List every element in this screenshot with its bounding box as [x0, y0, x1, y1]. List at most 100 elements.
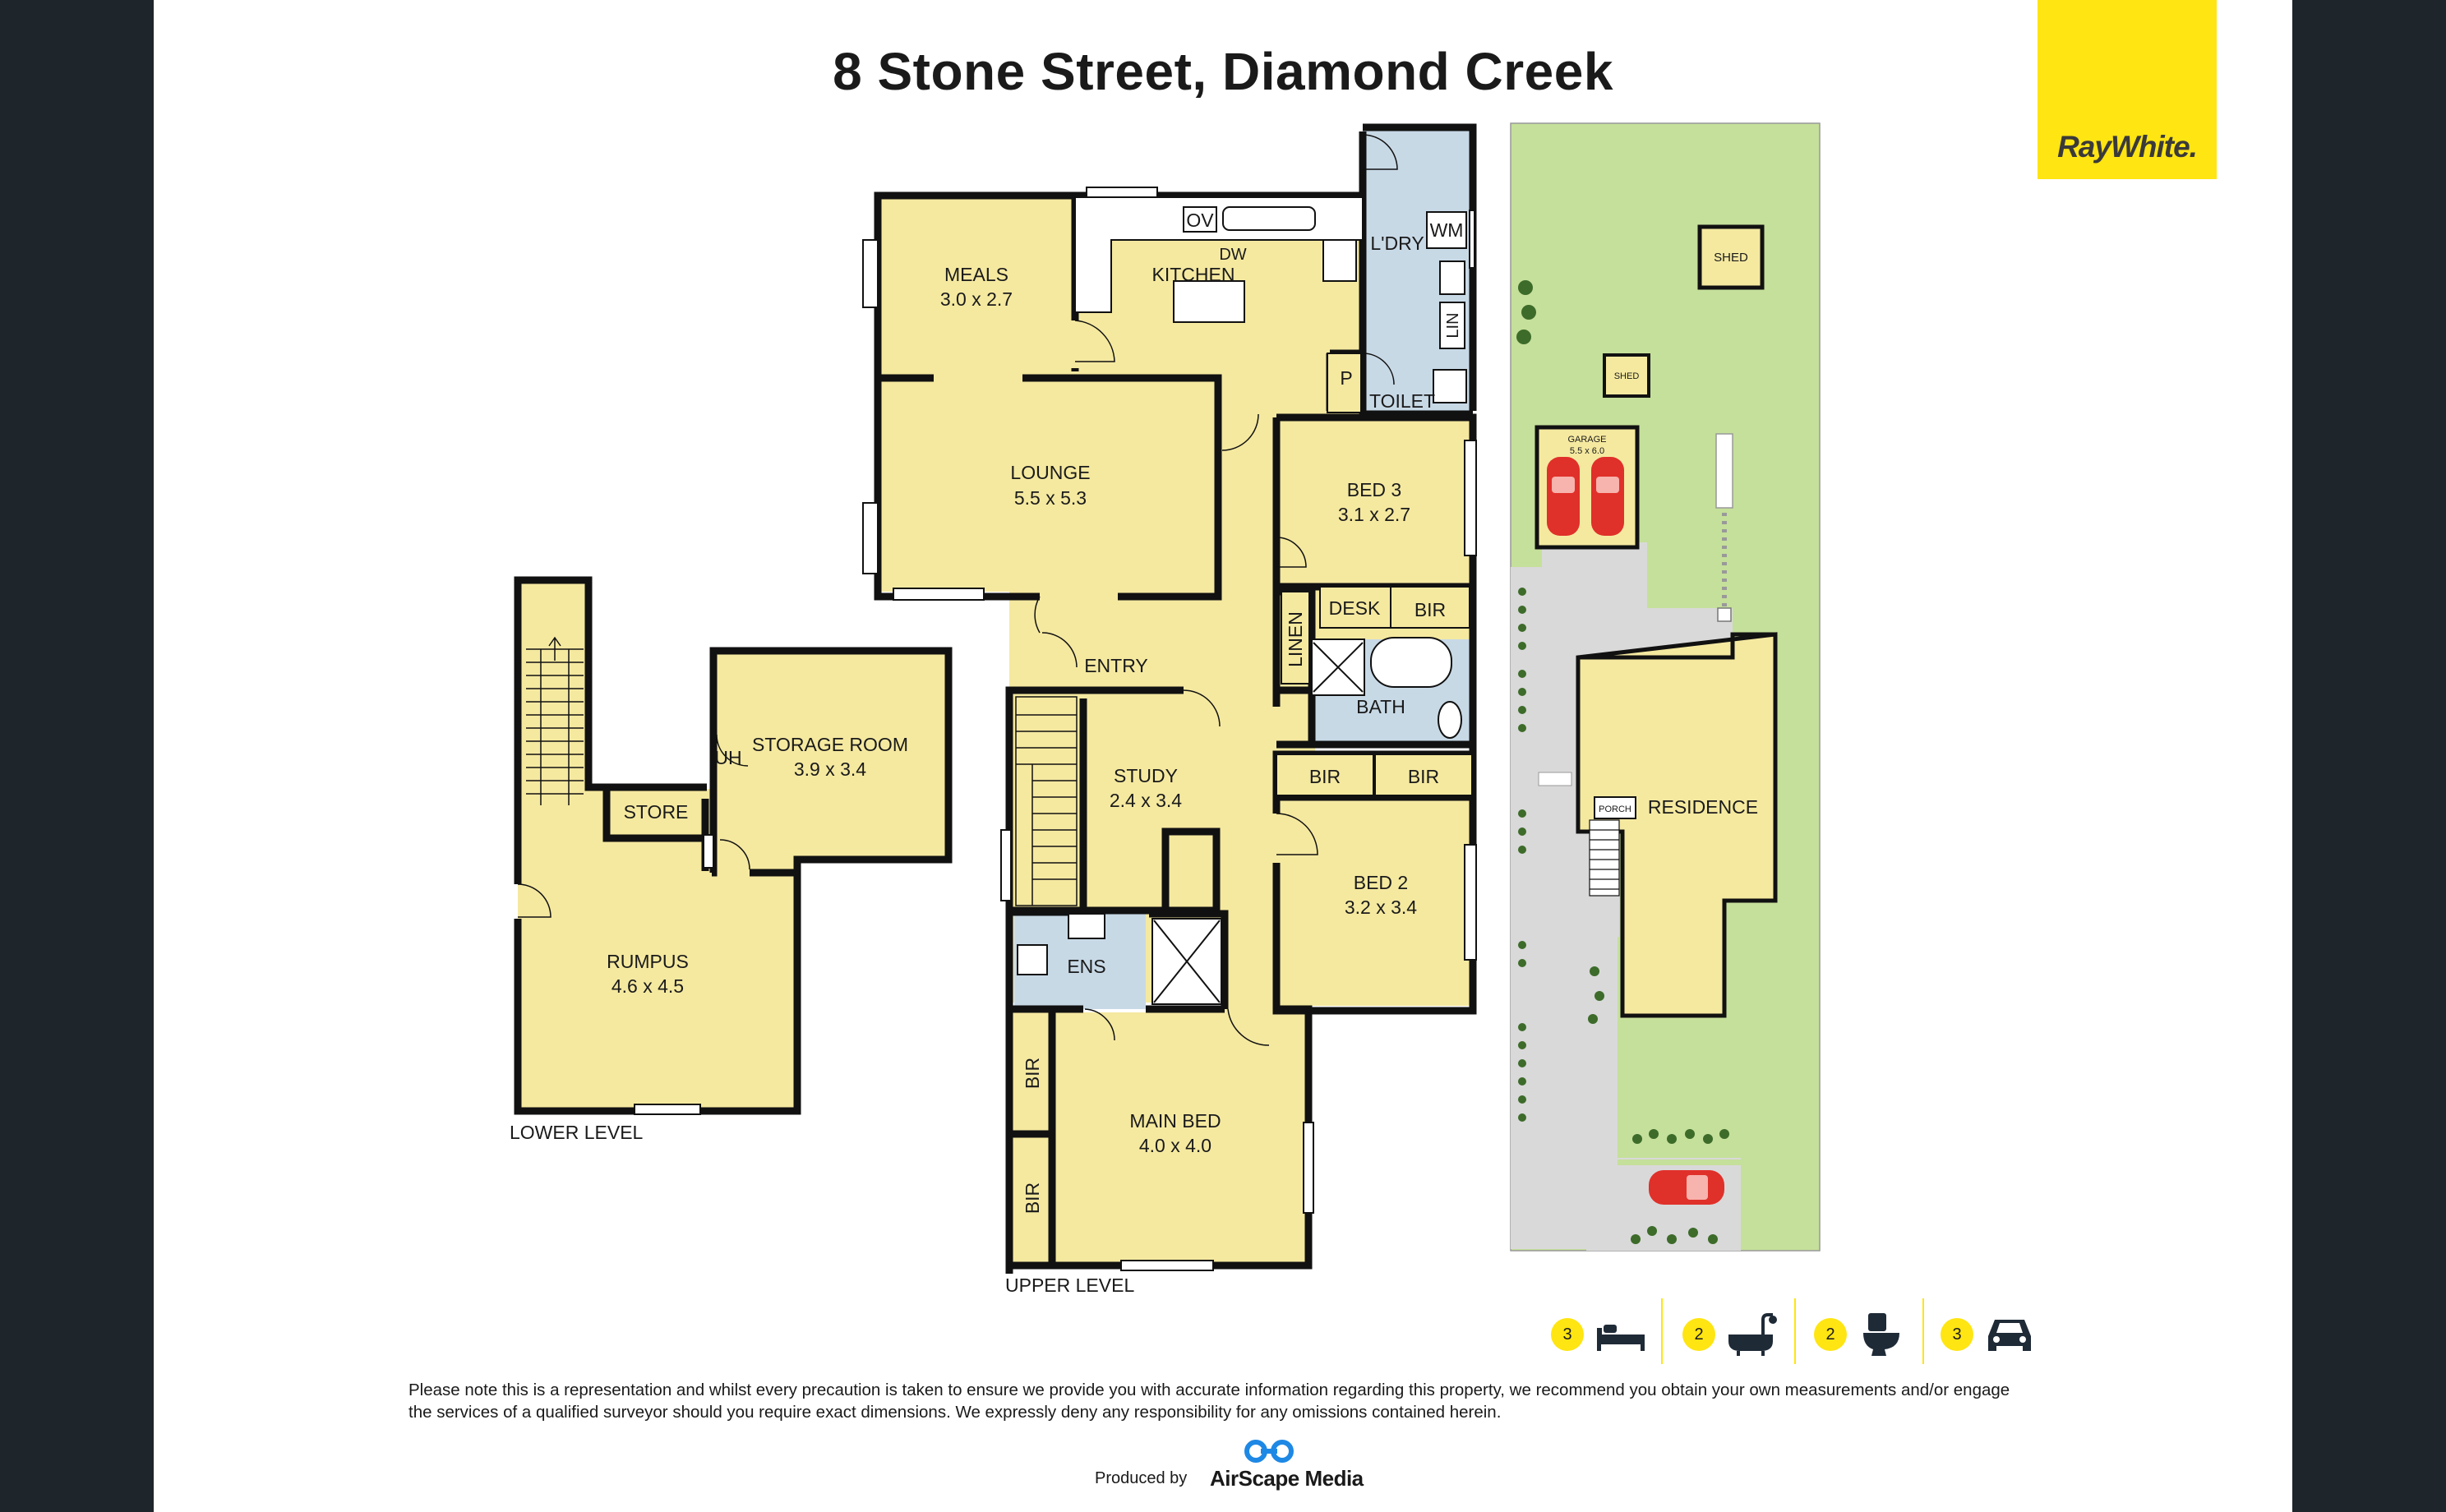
window	[1000, 829, 1012, 901]
producer-prefix: Produced by	[1095, 1469, 1188, 1487]
dw-label: DW	[1219, 246, 1246, 264]
bed3-fill	[1276, 417, 1472, 587]
bath-icon	[1728, 1313, 1777, 1356]
bedroom-count: 3	[1551, 1318, 1584, 1351]
trough	[1439, 260, 1465, 295]
porch	[1594, 796, 1636, 819]
residence-stairs	[1589, 819, 1620, 897]
bir-box	[1390, 586, 1470, 629]
window	[893, 588, 985, 601]
storage-dims: 3.9 x 3.4	[794, 758, 866, 780]
car-icon	[1547, 457, 1580, 536]
car-count: 3	[1941, 1318, 1973, 1351]
rumpus-label: RUMPUS	[607, 951, 689, 972]
wall	[709, 647, 953, 877]
pantry-label: P	[1340, 367, 1352, 389]
wall	[1149, 910, 1229, 1009]
ens-label: ENS	[1067, 956, 1105, 977]
store-label: STORE	[624, 801, 689, 823]
car-icon	[1988, 1320, 2031, 1351]
lounge-label: LOUNGE	[1010, 462, 1090, 483]
meals-label: MEALS	[944, 264, 1008, 285]
apron-extension	[1619, 544, 1733, 657]
ens-toilet	[1017, 944, 1048, 975]
floorplan-sheet: 8 Stone Street, Diamond Creek RayWhite.	[154, 0, 2292, 1512]
desk-label: DESK	[1329, 597, 1381, 619]
bed3-dims: 3.1 x 2.7	[1338, 504, 1410, 525]
porch-label: PORCH	[1599, 804, 1631, 814]
bed2-label: BED 2	[1354, 872, 1408, 893]
shower-cross	[1313, 642, 1364, 693]
bed2-dims: 3.2 x 3.4	[1345, 897, 1417, 918]
pantry-box	[1327, 353, 1362, 413]
cooktop	[1322, 239, 1357, 282]
bir-box	[1276, 754, 1374, 796]
rumpus-dims: 4.6 x 4.5	[612, 975, 684, 997]
kitchen-island	[1173, 280, 1245, 323]
wall	[514, 869, 801, 1115]
features-row: 3 2 2 3	[1551, 1298, 2208, 1372]
ens-shower-cross	[1153, 920, 1221, 1003]
airscape-logo-icon	[1244, 1440, 1294, 1463]
property-title: 8 Stone Street, Diamond Creek	[833, 42, 1613, 101]
car-icon	[1591, 457, 1624, 536]
window	[1469, 210, 1475, 269]
shed-label: SHED	[1714, 251, 1748, 265]
residence-label: RESIDENCE	[1648, 796, 1758, 818]
bed-icon	[1597, 1325, 1645, 1351]
linen-box	[1281, 591, 1310, 685]
lounge-dims: 5.5 x 5.3	[1014, 487, 1087, 509]
main-bed-label: MAIN BED	[1129, 1110, 1221, 1132]
upper-level-plan: MEALS 3.0 x 2.7 KITCHEN OV DW L'DRY WM L…	[862, 123, 1477, 1296]
upper-level-label: UPPER LEVEL	[1005, 1275, 1134, 1296]
feature-divider	[1794, 1298, 1796, 1364]
garage-label: GARAGE	[1567, 435, 1606, 445]
laundry-label: L'DRY	[1370, 233, 1424, 254]
bathtub	[1370, 637, 1452, 688]
gate	[1538, 772, 1572, 786]
clothesline	[1715, 433, 1733, 622]
upper-stairs	[1015, 696, 1078, 906]
car-icon	[1649, 1170, 1724, 1205]
wall	[1363, 123, 1477, 411]
bir-label: BIR	[1415, 599, 1446, 620]
wall	[1022, 374, 1222, 601]
wall	[602, 787, 705, 842]
shed-large	[1697, 224, 1765, 290]
storage-fill	[713, 651, 948, 860]
bed3-label: BED 3	[1347, 479, 1401, 500]
main-bed-fill	[1009, 1012, 1308, 1262]
bathroom-count: 2	[1682, 1318, 1715, 1351]
main-bed-dims: 4.0 x 4.0	[1139, 1135, 1211, 1156]
site-plan: SHED SHED GARAGE 5.5 x 6.0	[1510, 122, 1821, 1252]
lower-stairs	[526, 636, 584, 805]
ray-white-logo: RayWhite.	[2038, 0, 2217, 179]
disclaimer-text: Please note this is a representation and…	[408, 1381, 2010, 1422]
bir-box	[1374, 754, 1473, 796]
kitchen-sink	[1222, 206, 1316, 231]
meals-dims: 3.0 x 2.7	[940, 288, 1013, 310]
toilet-bowl	[1433, 369, 1467, 403]
window	[634, 1104, 701, 1115]
window	[1086, 187, 1158, 198]
bir-label: BIR	[1022, 1182, 1043, 1214]
window	[703, 834, 714, 869]
ens-basin	[1068, 913, 1105, 939]
kitchen-label: KITCHEN	[1152, 264, 1235, 285]
lin-label: LIN	[1444, 312, 1462, 338]
window	[1464, 844, 1477, 961]
lower-level-plan: STORAGE ROOM 3.9 x 3.4 UH STORE RUMPUS 4…	[510, 576, 953, 1143]
basin	[1438, 701, 1462, 739]
toilet-label: TOILET	[1369, 390, 1435, 412]
store-fill	[607, 791, 705, 835]
producer-credit: Produced by AirScape Media	[1095, 1436, 1588, 1494]
doors	[1034, 134, 1398, 1046]
lin-box	[1439, 302, 1465, 349]
shed-label: SHED	[1614, 371, 1640, 381]
toilet-count: 2	[1814, 1318, 1847, 1351]
study-label: STUDY	[1114, 765, 1178, 786]
producer-name: AirScape Media	[1210, 1466, 1364, 1491]
wall	[1013, 827, 1221, 915]
floor-plan: MEALS 3.0 x 2.7 KITCHEN OV DW L'DRY WM L…	[510, 122, 1821, 1296]
entry-label: ENTRY	[1084, 655, 1148, 676]
